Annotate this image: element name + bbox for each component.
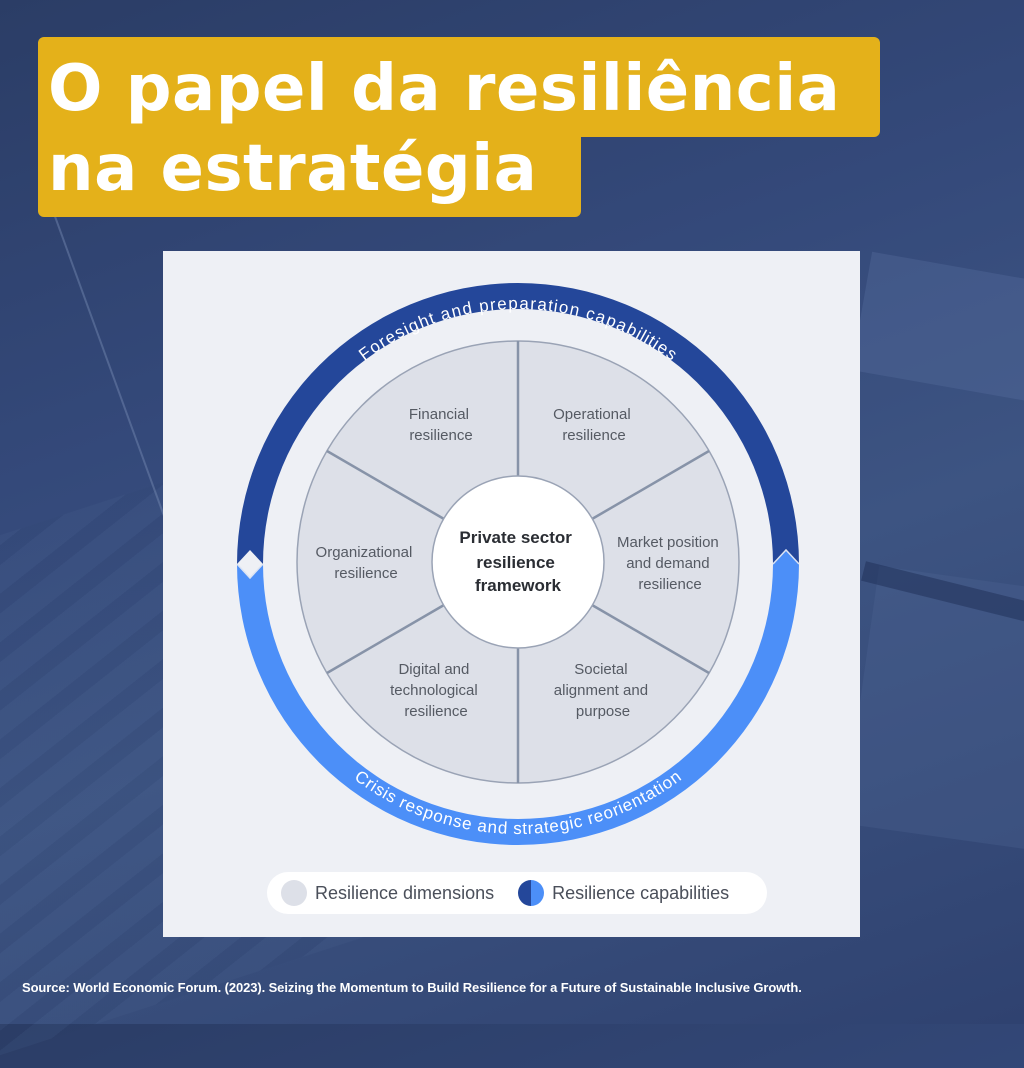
dimension-market-position: Market position and demand resilience (617, 534, 723, 593)
gray-circle-icon (281, 880, 307, 906)
segment-divider (326, 449, 445, 521)
chevron-left-icon (236, 563, 264, 580)
title-line-1: O papel da resiliência (38, 37, 880, 137)
legend-item-dimensions: Resilience dimensions (281, 880, 494, 906)
dimension-operational: Operational resilience (553, 406, 635, 444)
resilience-framework-diagram: Foresight and preparation capabilities C… (236, 283, 800, 845)
chevron-right-icon (772, 548, 800, 565)
title-line-2: na estratégia (38, 137, 581, 217)
segment-divider (591, 449, 710, 521)
dimension-wheel (296, 340, 740, 784)
background-paper-shape (851, 251, 1024, 409)
dimension-organizational: Organizational resilience (316, 544, 417, 582)
legend: Resilience dimensions Resilience capabil… (267, 872, 767, 914)
center-label: Private sector resilience framework (459, 528, 576, 595)
segment-divider (326, 603, 445, 675)
half-blue-circle-icon (518, 880, 545, 906)
legend-label: Resilience capabilities (552, 882, 730, 903)
legend-item-capabilities: Resilience capabilities (518, 880, 729, 906)
capability-ring (236, 283, 800, 845)
segment-divider (591, 603, 710, 675)
dimension-financial: Financial resilience (409, 406, 473, 444)
legend-label: Resilience dimensions (315, 882, 495, 903)
dimension-societal: Societal alignment and purpose (554, 661, 652, 720)
background-shadow-shape (861, 561, 1024, 639)
background-paper-shape (842, 565, 1024, 855)
source-citation: Source: World Economic Forum. (2023). Se… (22, 980, 802, 995)
center-hub (431, 475, 605, 649)
dimension-digital: Digital and technological resilience (390, 661, 482, 720)
diagram-panel: Foresight and preparation capabilities C… (163, 251, 860, 937)
